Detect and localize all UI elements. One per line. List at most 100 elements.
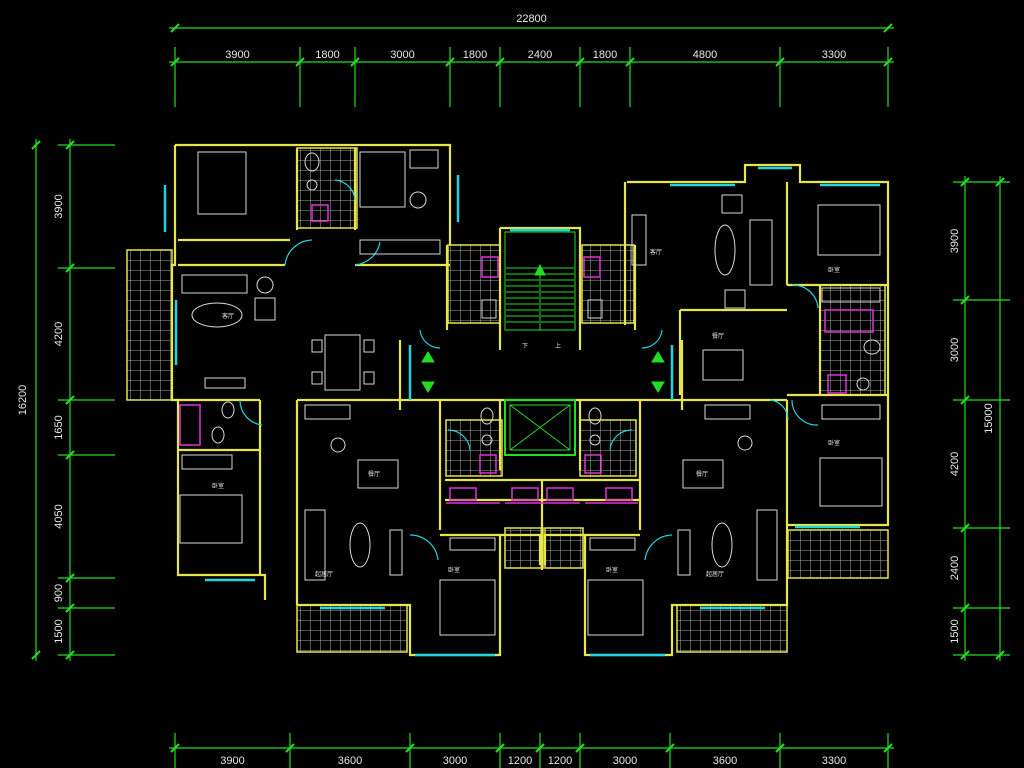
bed-icon — [819, 457, 883, 507]
dimension-tick — [535, 743, 545, 753]
toilet-icon — [304, 152, 320, 172]
dimension-label: 3000 — [390, 49, 414, 61]
armchair-icon — [724, 289, 746, 309]
dimension-label: 4050 — [53, 504, 65, 528]
toilet-icon — [588, 407, 602, 425]
dimension-label: 16200 — [17, 385, 29, 416]
stair-arrow — [534, 263, 546, 276]
door-swing — [447, 429, 471, 451]
dimension-tick — [775, 743, 785, 753]
bed-icon — [587, 579, 644, 636]
room-label: 餐厅 — [368, 470, 380, 478]
room-label: 卧室 — [448, 566, 460, 574]
dimension-tick — [883, 23, 893, 33]
room-label: 起居厅 — [315, 570, 333, 578]
toilet-icon — [211, 426, 225, 444]
windows — [163, 166, 880, 657]
wardrobe-icon — [821, 404, 881, 420]
dimension-tick — [883, 57, 893, 67]
dimension-label: 2400 — [528, 49, 552, 61]
balcony-west — [126, 249, 173, 401]
dimension-label: 22800 — [516, 13, 547, 25]
dimension-label: 3900 — [53, 194, 65, 218]
balcony-south-right — [676, 604, 788, 653]
dimension-tick — [65, 450, 75, 460]
door-swing — [791, 284, 819, 309]
chair-icon — [311, 339, 323, 353]
dimension-tick — [350, 57, 360, 67]
arrow-icon — [651, 351, 665, 363]
dimension-label: 3000 — [949, 338, 961, 362]
door-swing — [769, 399, 789, 421]
dimension-tick — [65, 140, 75, 150]
dimension-tick — [170, 57, 180, 67]
dimension-label: 3000 — [443, 755, 467, 767]
dimension-tick — [575, 743, 585, 753]
armchair-icon — [256, 276, 274, 294]
balcony-south-left — [296, 604, 408, 653]
dimension-tick — [65, 603, 75, 613]
room-label: 下 — [522, 343, 528, 350]
room-label: 卧室 — [606, 566, 618, 574]
sofa-icon — [181, 274, 248, 294]
basin-icon — [827, 374, 847, 394]
dimension-tick — [65, 395, 75, 405]
bed-icon — [439, 579, 496, 636]
bed-icon — [359, 151, 406, 208]
dimension-tick — [995, 650, 1005, 660]
bed-icon — [817, 204, 881, 256]
interior-walls-east — [585, 182, 888, 537]
dimension-label: 3900 — [220, 755, 244, 767]
dimension-label: 1800 — [315, 49, 339, 61]
basin-icon — [584, 454, 602, 474]
fixtures-white — [211, 152, 881, 446]
dimension-label: 1800 — [593, 49, 617, 61]
dimension-tick — [295, 57, 305, 67]
dining-table-icon — [702, 349, 744, 381]
room-label: 客厅 — [222, 312, 234, 320]
dimension-label: 3600 — [338, 755, 362, 767]
room-label: 卧室 — [212, 482, 224, 490]
toilet-icon — [480, 407, 494, 425]
tv-cabinet-icon — [204, 377, 246, 389]
dimension-label: 4800 — [693, 49, 717, 61]
tile-bath-right — [579, 419, 637, 477]
tile-bath-nw — [296, 147, 358, 229]
dimension-label: 1500 — [949, 619, 961, 643]
door-swing — [791, 399, 819, 426]
room-label: 餐厅 — [696, 470, 708, 478]
elevator-frame — [504, 399, 576, 456]
toilet-icon — [589, 434, 601, 446]
bed-icon — [197, 151, 247, 215]
dimension-label: 3900 — [225, 49, 249, 61]
arrow-icon — [421, 351, 435, 363]
toilet-icon — [481, 434, 493, 446]
dimension-label: 3300 — [822, 49, 846, 61]
chair-icon — [363, 339, 375, 353]
wardrobe-icon — [359, 239, 441, 255]
basin-icon — [479, 454, 497, 474]
dimension-label: 1650 — [53, 415, 65, 439]
dimension-tick — [405, 743, 415, 753]
dimension-tick — [960, 523, 970, 533]
core-walls — [398, 226, 684, 410]
room-label: 上 — [555, 342, 561, 350]
elevator-shaft — [509, 404, 571, 451]
basin-icon — [311, 204, 329, 222]
bathtub-icon — [824, 309, 874, 333]
tv-cabinet-icon — [631, 214, 647, 266]
dimension-tick — [285, 743, 295, 753]
dimension-tick — [665, 743, 675, 753]
plant-icon — [737, 435, 753, 451]
door-swing — [419, 329, 441, 349]
door-swing — [239, 399, 263, 426]
stove-icon — [481, 256, 499, 278]
toilet-icon — [863, 339, 881, 355]
dimension-tick — [170, 23, 180, 33]
stair-treads — [506, 267, 574, 323]
elevator-cross — [509, 404, 571, 451]
wardrobe-icon — [181, 454, 233, 470]
